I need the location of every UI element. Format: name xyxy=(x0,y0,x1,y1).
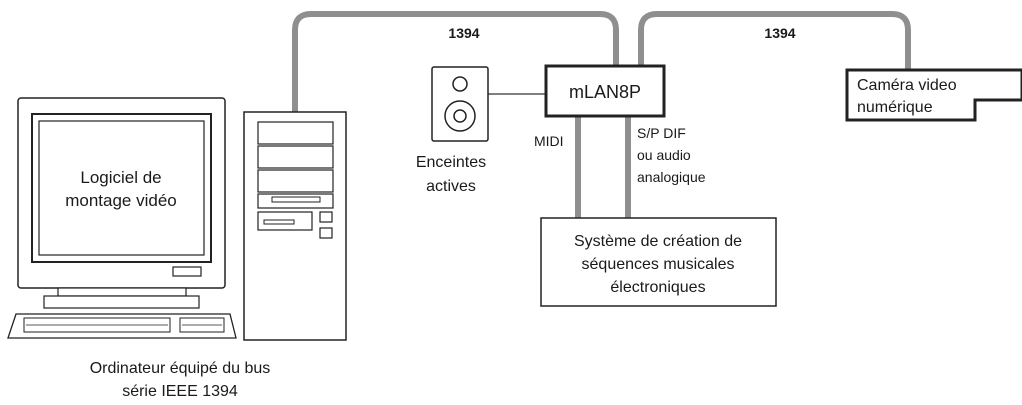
camera-label-line1: Caméra video xyxy=(857,77,957,94)
sequencer-device: Système de création de séquences musical… xyxy=(540,217,777,307)
camera-device: Caméra video numérique xyxy=(845,68,1022,122)
cable-group xyxy=(292,11,911,218)
camera-label-line2: numérique xyxy=(857,99,933,116)
speaker-label-line1: Enceintes xyxy=(416,154,486,171)
midi-label: MIDI xyxy=(534,133,564,149)
computer-monitor xyxy=(17,97,226,309)
monitor-screen-line2: montage vidéo xyxy=(65,191,177,210)
cable-1394-mlan-camera xyxy=(638,11,911,70)
bus-label-right: 1394 xyxy=(764,25,795,41)
sequencer-label-line1: Système de création de xyxy=(574,233,742,250)
bus-label-left: 1394 xyxy=(448,25,479,41)
spdif-label-line2: ou audio xyxy=(637,147,691,163)
spdif-label-line3: analogique xyxy=(637,169,706,185)
computer-caption-line2: série IEEE 1394 xyxy=(122,383,238,400)
computer-caption-line1: Ordinateur équipé du bus xyxy=(90,360,271,377)
mlan8p-device: mLAN8P xyxy=(544,64,666,118)
cable-1394-computer-mlan xyxy=(292,11,619,115)
speaker-icon xyxy=(431,66,489,142)
monitor-screen-line1: Logiciel de xyxy=(80,168,161,187)
computer-keyboard xyxy=(7,313,237,339)
computer-tower xyxy=(243,111,347,341)
speaker-label-line2: actives xyxy=(426,178,476,195)
spdif-label-line1: S/P DIF xyxy=(637,125,686,141)
mlan8p-label: mLAN8P xyxy=(569,82,641,102)
sequencer-label-line2: séquences musicales xyxy=(582,256,735,273)
sequencer-label-line3: électroniques xyxy=(610,279,705,296)
